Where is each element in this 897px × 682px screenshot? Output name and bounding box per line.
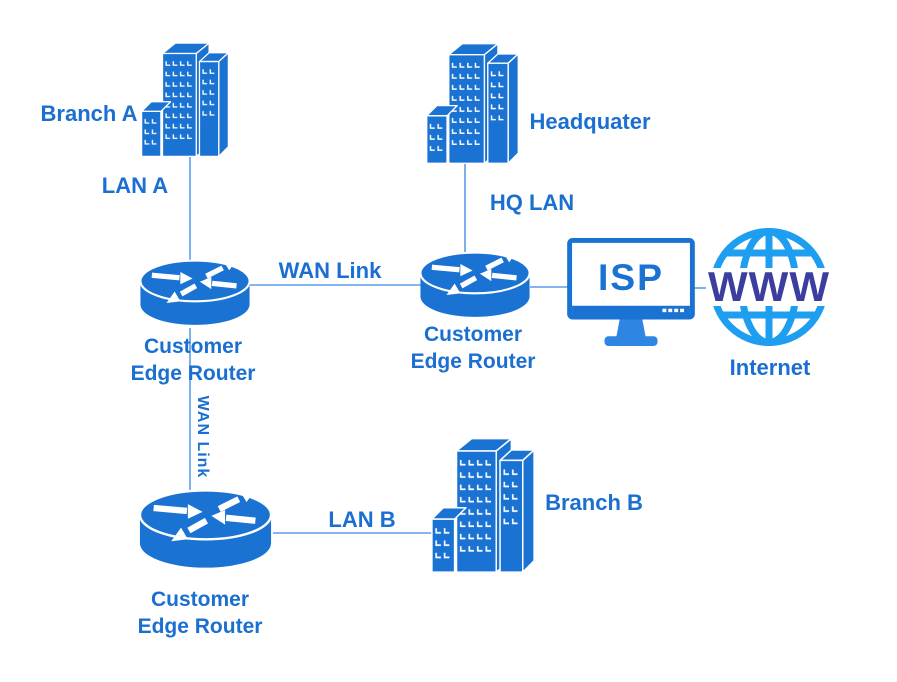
router-hq-label-line1: Customer xyxy=(423,323,523,346)
isp-monitor-icon: ISP xyxy=(567,238,695,347)
wan-link-label: WAN Link xyxy=(278,258,382,283)
lan-a-label: LAN A xyxy=(101,173,169,198)
hq-lan-label: HQ LAN xyxy=(489,190,575,215)
branch-a-label: Branch A xyxy=(40,101,138,126)
router-b-icon xyxy=(137,485,274,576)
branch-a-building-icon xyxy=(140,42,230,158)
wan-link-vertical-label: WAN Link xyxy=(194,395,211,479)
internet-globe-icon: WWW xyxy=(706,228,832,346)
branch-b-building-icon xyxy=(431,437,535,573)
branch-b-label: Branch B xyxy=(545,490,643,515)
router-a-label-line2: Edge Router xyxy=(130,362,256,385)
router-a-label-line1: Customer xyxy=(143,335,243,358)
router-hq-label: Customer Edge Router xyxy=(411,321,536,375)
router-a-label: Customer Edge Router xyxy=(131,333,256,387)
isp-label: ISP xyxy=(598,256,664,298)
lan-b-label: LAN B xyxy=(328,507,396,532)
router-b-label-line1: Customer xyxy=(150,588,250,611)
router-hq-icon xyxy=(418,248,532,324)
headquarter-label: Headquater xyxy=(529,109,651,134)
headquarter-building-icon xyxy=(426,43,519,164)
router-a-icon xyxy=(138,256,252,332)
internet-label: Internet xyxy=(729,355,811,380)
router-b-label: Customer Edge Router xyxy=(138,586,263,640)
router-b-label-line2: Edge Router xyxy=(137,615,263,638)
router-hq-label-line2: Edge Router xyxy=(410,350,536,373)
www-label: WWW xyxy=(708,263,830,310)
